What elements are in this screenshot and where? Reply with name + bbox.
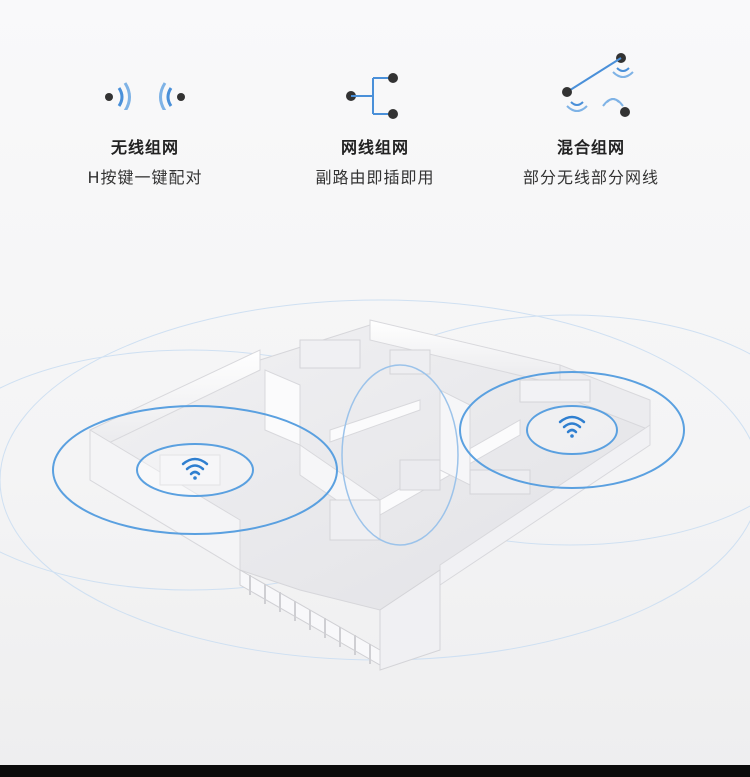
- wifi-zone-right: [459, 371, 685, 489]
- feature-subtitle: 副路由即插即用: [315, 168, 435, 187]
- hybrid-mesh-icon: [466, 50, 716, 130]
- bottom-bar: [0, 765, 750, 777]
- feature-hybrid-mesh: 混合组网 部分无线部分网线: [466, 50, 716, 188]
- house-floorplan-illustration: [0, 299, 750, 671]
- feature-title: 无线组网: [110, 138, 179, 157]
- wired-mesh-icon: [250, 50, 500, 130]
- wireless-mesh-icon: [20, 50, 270, 130]
- house-model: [89, 319, 651, 671]
- feature-subtitle: H按键一键配对: [87, 168, 203, 187]
- feature-subtitle: 部分无线部分网线: [522, 168, 659, 187]
- feature-wireless-mesh: 无线组网 H按键一键配对: [20, 50, 270, 188]
- wifi-zone-left: [52, 405, 338, 535]
- feature-title: 网线组网: [340, 138, 409, 157]
- wifi-zone-center-ring: [341, 364, 459, 546]
- feature-title: 混合组网: [556, 138, 625, 157]
- feature-wired-mesh: 网线组网 副路由即插即用: [250, 50, 500, 188]
- wifi-icon: [181, 457, 209, 480]
- wifi-icon: [558, 415, 586, 438]
